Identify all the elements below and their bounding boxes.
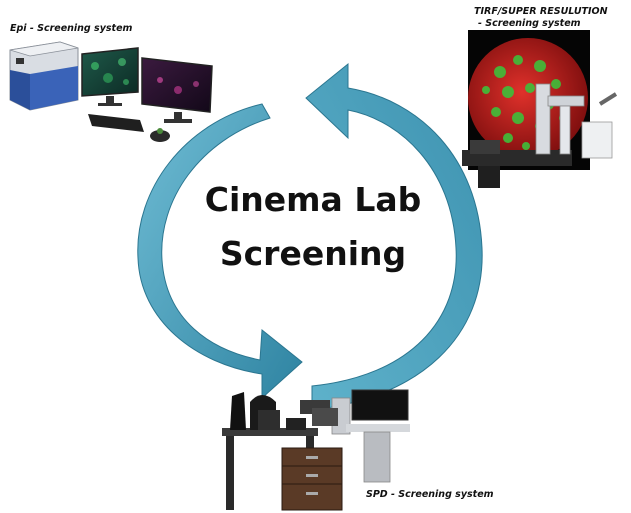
spd-screening-device-icon <box>222 389 410 511</box>
cycle-arrow-right <box>305 62 483 411</box>
center-title-line2: Screening <box>219 234 407 273</box>
center-title-line1: Cinema Lab <box>204 180 422 219</box>
tirf-screening-device-icon <box>462 30 618 188</box>
tirf-system-label-line2: - Screening system <box>478 18 581 29</box>
tirf-system-label-line1: TIRF/SUPER RESULUTION <box>474 6 608 17</box>
epi-system-label: Epi - Screening system <box>10 23 133 34</box>
spd-system-label: SPD - Screening system <box>366 489 494 500</box>
cycle-arrow-left <box>137 103 303 400</box>
epi-screening-device-icon <box>9 41 213 142</box>
